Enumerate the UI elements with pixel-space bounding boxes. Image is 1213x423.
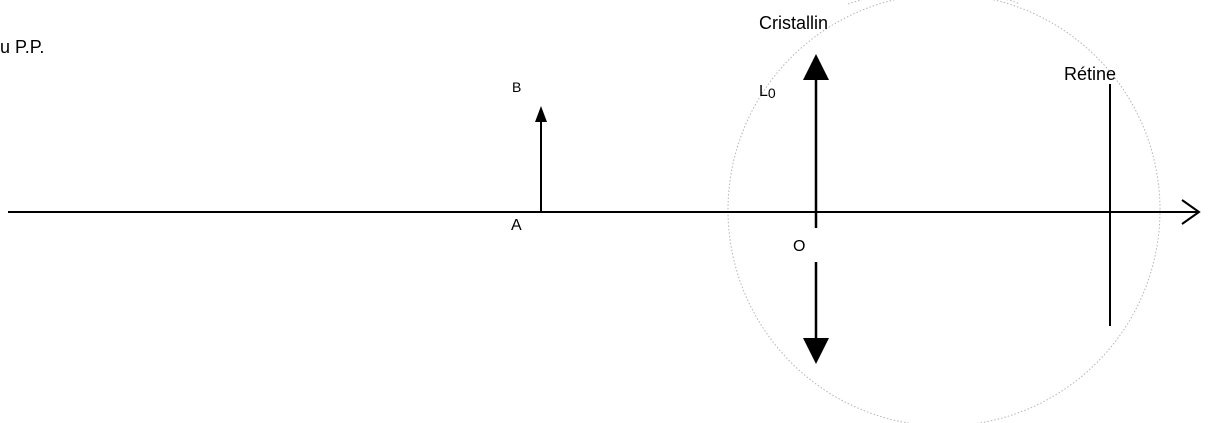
retina-label: Rétine xyxy=(1064,64,1116,84)
arrowhead-up-icon xyxy=(535,106,547,122)
object-top-label: B xyxy=(512,79,521,95)
top-left-fragment-label: u P.P. xyxy=(0,37,44,57)
optical-center-label: O xyxy=(793,238,805,255)
lens-symbol-sub: 0 xyxy=(768,85,776,101)
lens-symbol-main: L xyxy=(759,83,768,100)
lens-l0 xyxy=(803,54,829,364)
object-base-label: A xyxy=(511,217,522,234)
eye-outline xyxy=(727,0,1161,423)
arrowhead-down-icon xyxy=(803,338,829,364)
cornea-bulge xyxy=(847,0,1021,5)
arrowhead-up-icon xyxy=(803,54,829,80)
chevron-right-icon xyxy=(1181,199,1201,225)
optical-axis xyxy=(8,199,1201,225)
object-ab xyxy=(535,106,547,212)
lens-name-label: Cristallin xyxy=(759,13,828,33)
eyeball-circle xyxy=(727,0,1161,423)
lens-symbol-label: L0 xyxy=(759,83,776,101)
